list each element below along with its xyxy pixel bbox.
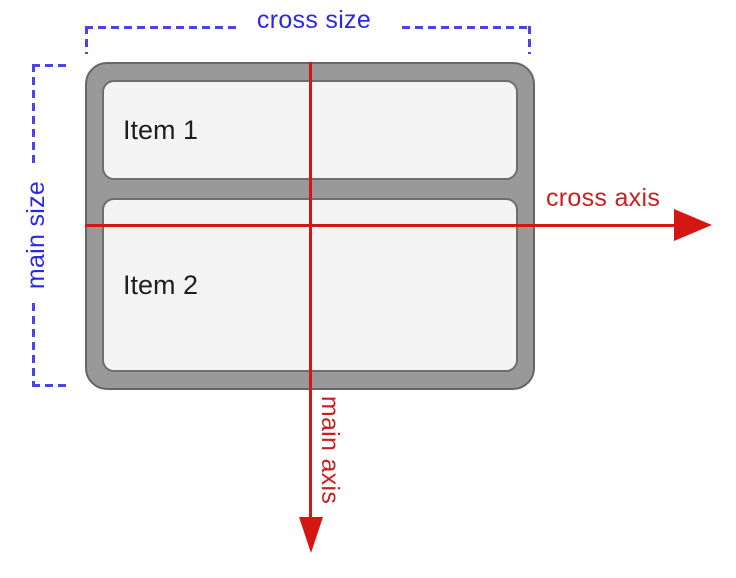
cross-axis-label: cross axis <box>546 184 661 212</box>
main-size-bracket-bottom-dash <box>32 303 35 387</box>
main-axis-label: main axis <box>316 395 344 505</box>
flex-item-2-label: Item 2 <box>123 269 199 300</box>
cross-axis-line <box>85 224 676 227</box>
flex-item-1-label: Item 1 <box>123 114 199 145</box>
main-size-bracket-top-tick <box>32 64 69 67</box>
main-size-bracket-top-dash <box>32 64 35 166</box>
main-axis-line <box>309 62 312 517</box>
main-size-bracket-bottom-tick <box>32 384 69 387</box>
cross-size-bracket-left-dash <box>85 26 252 29</box>
cross-size-bracket-right-tick <box>528 26 531 54</box>
main-size-label: main size <box>22 180 50 290</box>
cross-size-label: cross size <box>239 6 389 35</box>
main-axis-arrowhead-icon <box>299 517 323 553</box>
cross-size-bracket-left-tick <box>85 26 88 54</box>
cross-axis-arrowhead-icon <box>674 209 712 241</box>
cross-size-bracket-right-dash <box>402 26 531 29</box>
